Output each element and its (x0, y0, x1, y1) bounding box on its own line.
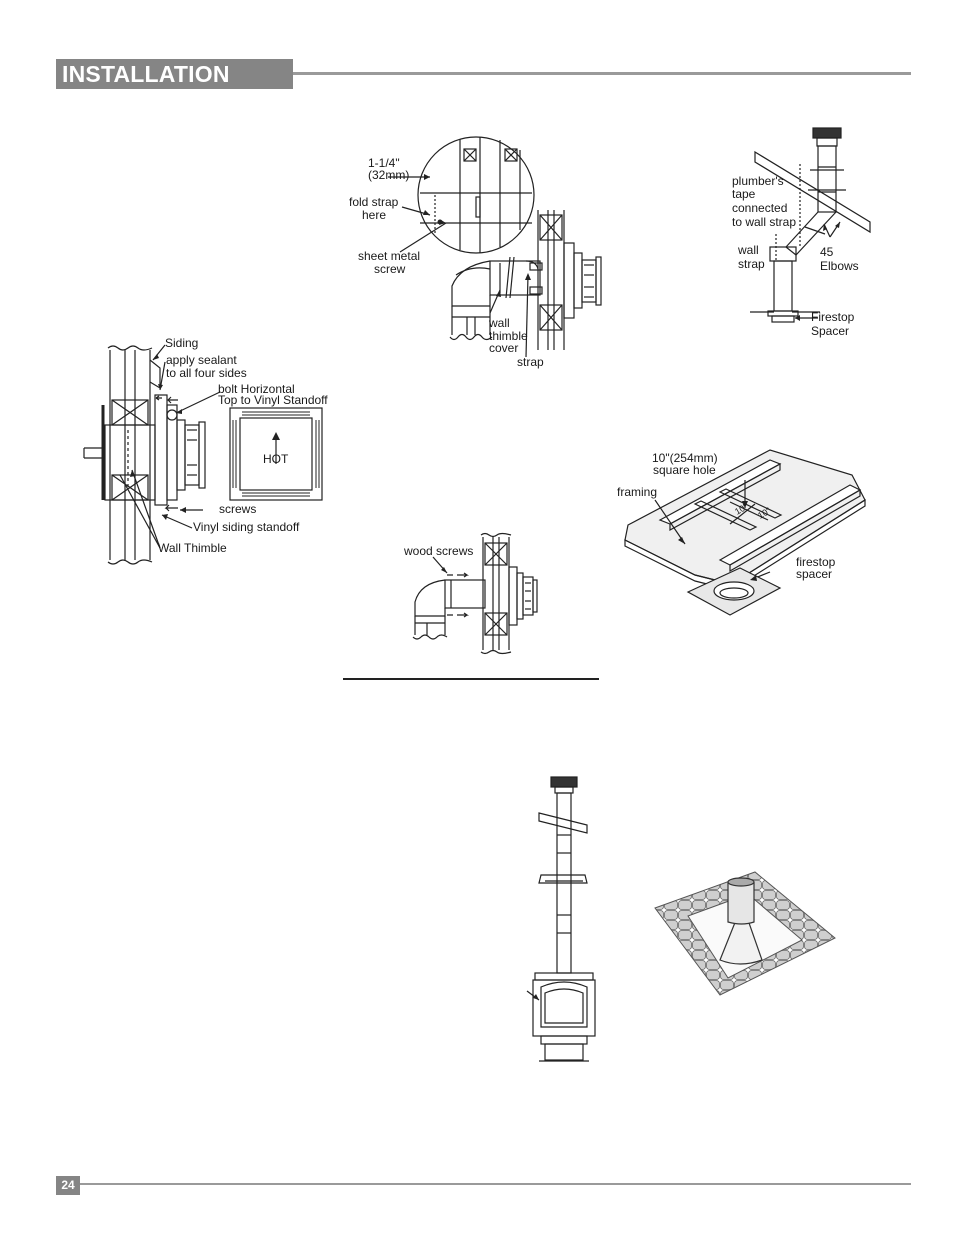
label-wtc-3: cover (489, 341, 519, 355)
label-firestop-4: spacer (796, 567, 833, 581)
label-hot: HOT (263, 452, 289, 466)
label-firestop-2: Spacer (811, 324, 850, 338)
elbows-figure (750, 127, 871, 323)
label-tape-2: tape (732, 187, 756, 201)
label-elbow-1: 45 (820, 245, 834, 259)
header-rule (293, 72, 911, 75)
stove-chimney-figure (526, 776, 596, 1062)
label-wall-strap-2: strap (738, 257, 765, 271)
separator-rule (343, 678, 599, 680)
page-number: 24 (56, 1176, 80, 1195)
label-sealant-2: to all four sides (166, 366, 247, 380)
label-screws: screws (219, 502, 257, 516)
label-tape-1: plumber's (732, 174, 784, 188)
label-tape-4: to wall strap (732, 215, 797, 229)
label-wtc-1: wall (489, 316, 510, 330)
label-vinyl-standoff: Vinyl siding standoff (193, 520, 300, 534)
roof-flashing-figure (654, 871, 836, 996)
label-bolt-1: bolt Horizontal (218, 382, 295, 396)
label-wall-strap-1: wall (738, 243, 759, 257)
label-bolt-2: Top to Vinyl Standoff (218, 393, 328, 407)
label-wall-thimble: Wall Thimble (158, 541, 227, 555)
framing-figure (624, 449, 866, 616)
wood-screws-figure (412, 532, 538, 655)
label-hole-1: 10"(254mm) (652, 451, 718, 465)
label-elbow-2: Elbows (820, 259, 859, 273)
label-wood-screws: wood screws (404, 544, 474, 558)
footer-rule (80, 1183, 911, 1185)
siding-standoff-figure (83, 344, 323, 565)
label-siding: Siding (165, 336, 199, 350)
label-dim-1: 1-1/4" (368, 156, 400, 170)
label-fold-2: here (362, 208, 387, 222)
label-sheet-metal-1: sheet metal (358, 249, 421, 263)
label-tape-3: connected (732, 201, 788, 215)
label-hole-2: square hole (653, 463, 716, 477)
label-dim-2: (32mm) (368, 168, 410, 182)
section-title: INSTALLATION (56, 59, 293, 89)
label-strap: strap (517, 355, 544, 369)
label-fold-1: fold strap (349, 195, 399, 209)
label-framing: framing (617, 485, 658, 499)
label-firestop-3: firestop (796, 555, 836, 569)
label-sheet-metal-2: screw (374, 262, 406, 276)
label-wtc-2: thimble (489, 329, 528, 343)
label-sealant-1: apply sealant (166, 353, 237, 367)
wall-strap-figure (388, 136, 602, 358)
label-firestop-1: Firestop (811, 310, 855, 324)
